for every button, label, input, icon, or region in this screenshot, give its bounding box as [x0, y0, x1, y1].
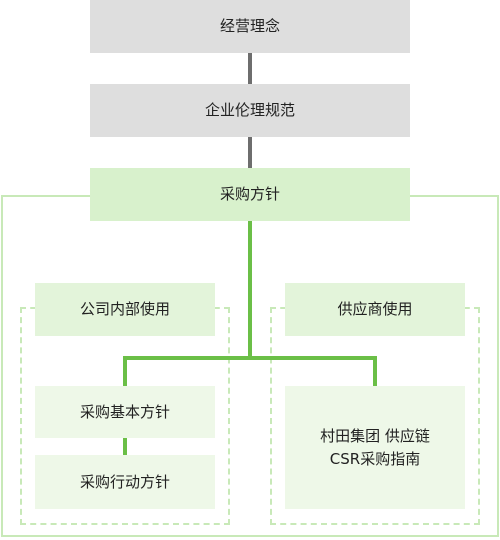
procurement-policy-box: 采购方针: [90, 168, 410, 221]
connector-policy-trunk: [248, 221, 252, 358]
corporate-ethics-label: 企业伦理规范: [204, 101, 295, 119]
supply-chain-guide-line2: CSR采购指南: [329, 449, 421, 468]
supply-chain-guide-line1: 村田集团 供应链: [320, 426, 430, 445]
connector-basic-action: [123, 438, 127, 455]
basic-procurement-policy-box: 采购基本方针: [35, 386, 215, 438]
connector-branch-horizontal: [123, 356, 377, 360]
management-philosophy-label: 经营理念: [219, 17, 280, 35]
internal-use-box: 公司内部使用: [35, 283, 215, 336]
procurement-action-policy-label: 采购行动方针: [79, 472, 170, 491]
supply-chain-csr-guide-box: 村田集团 供应链 CSR采购指南: [285, 386, 465, 509]
connector-ethics-policy: [248, 137, 252, 168]
internal-use-label: 公司内部使用: [79, 300, 170, 318]
procurement-action-policy-box: 采购行动方针: [35, 455, 215, 509]
supplier-use-box: 供应商使用: [285, 283, 465, 336]
connector-branch-left: [123, 356, 127, 386]
corporate-ethics-box: 企业伦理规范: [90, 84, 410, 137]
connector-philosophy-ethics: [248, 53, 252, 84]
supplier-use-label: 供应商使用: [337, 300, 413, 318]
basic-procurement-policy-label: 采购基本方针: [79, 402, 170, 421]
management-philosophy-box: 经营理念: [90, 0, 410, 53]
procurement-policy-label: 采购方针: [219, 185, 280, 203]
connector-branch-right: [373, 356, 377, 386]
